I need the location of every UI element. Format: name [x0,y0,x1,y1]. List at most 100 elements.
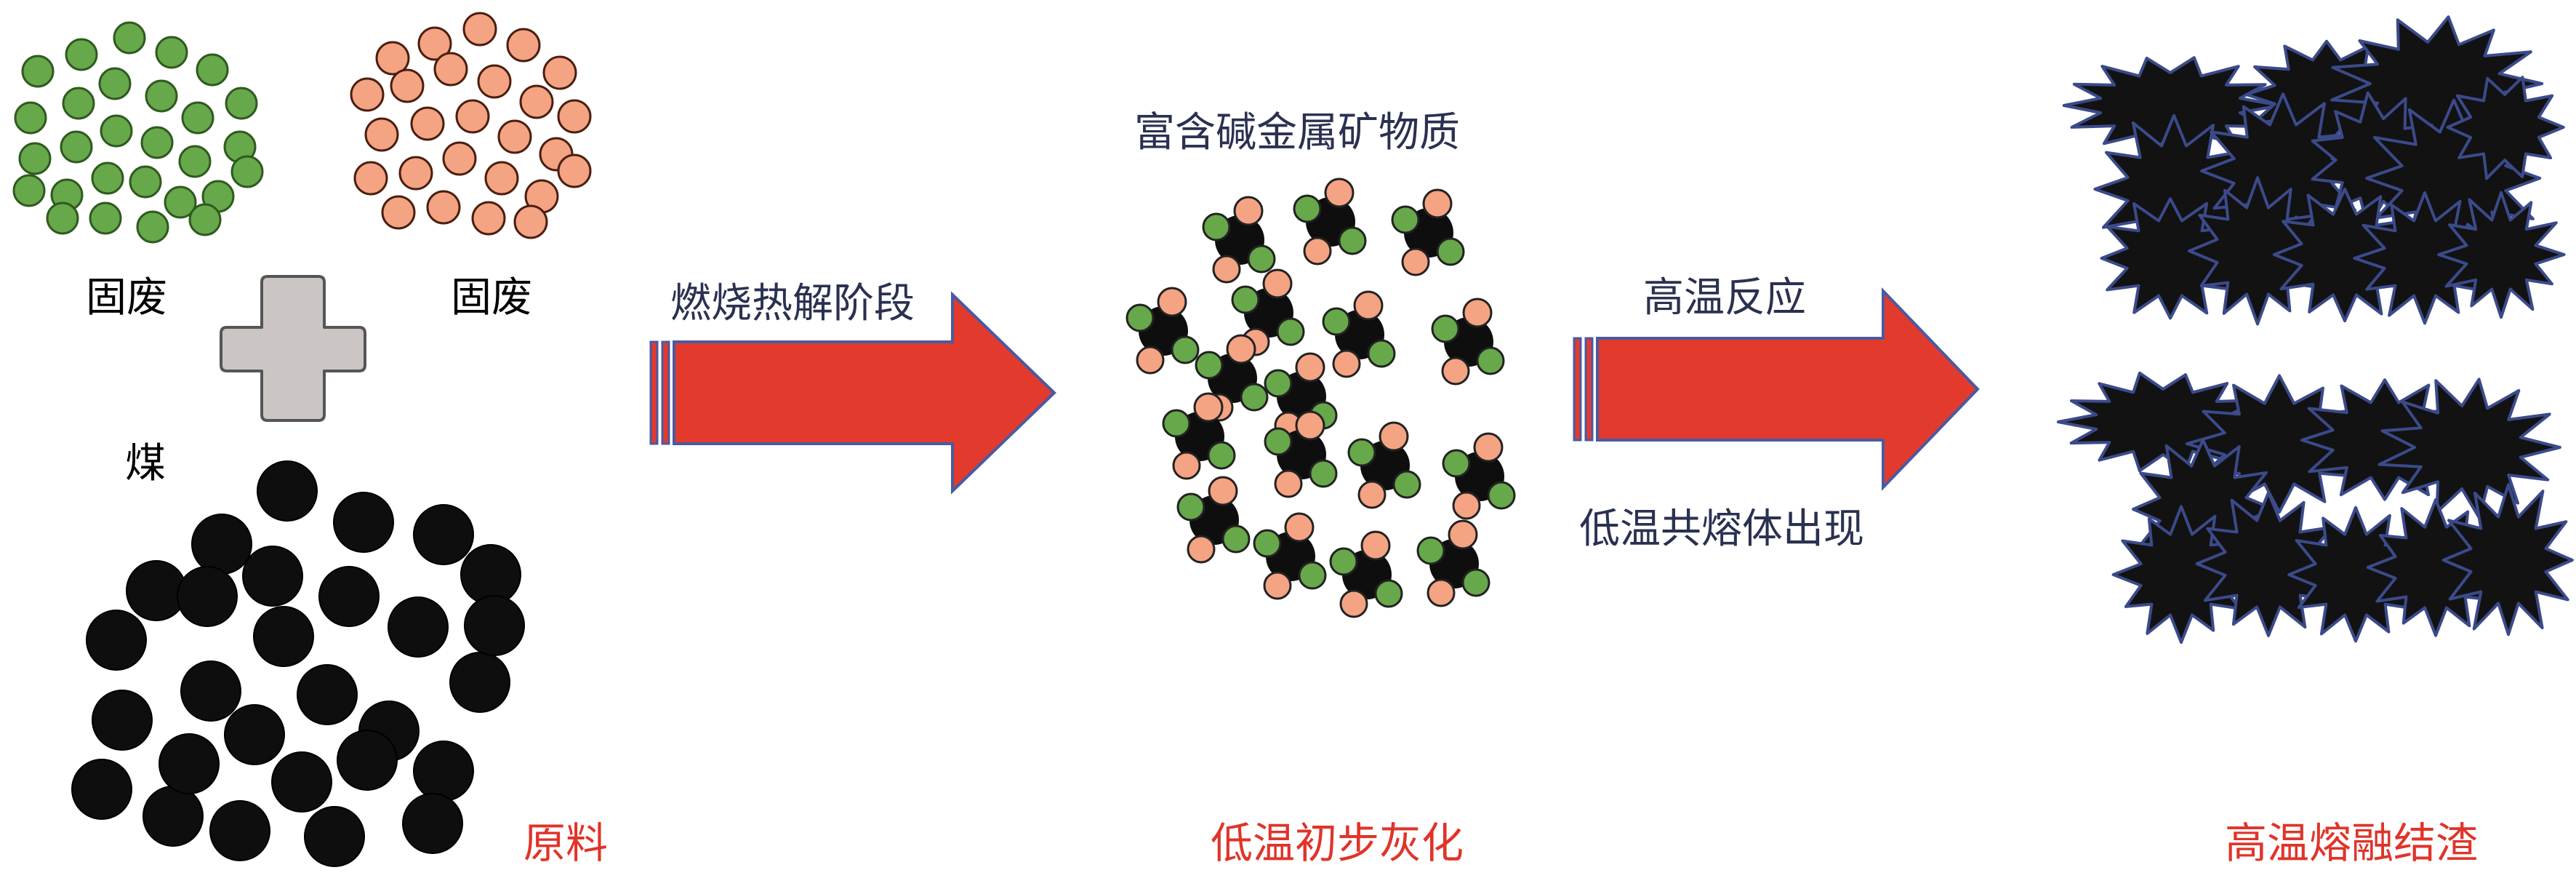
green-particle [197,55,228,85]
coal-label: 煤 [125,444,166,484]
salmon-particle [544,57,576,89]
cluster-green [1265,370,1291,396]
mineral-clusters [1127,179,1514,617]
cluster-salmon [1173,452,1200,479]
cluster-green [1323,308,1349,335]
green-particle [15,103,46,133]
salmon-particle [435,53,467,85]
coal-particle [403,794,462,853]
coal-particles [72,461,524,866]
salmon-particle [486,162,518,194]
green-particle [137,212,168,242]
cluster-green [1127,305,1153,331]
cluster-green [1392,207,1419,233]
coal-particle [181,661,241,721]
green-particle [226,88,257,119]
cluster-salmon [1285,514,1313,541]
cluster-salmon [1403,249,1429,275]
cluster-green [1437,239,1464,265]
cluster-salmon [1355,292,1382,319]
green-particle [14,175,44,206]
green-particle [182,103,213,133]
cluster-salmon [1453,492,1480,519]
cluster-salmon [1296,354,1324,381]
salmon-particle [400,157,432,189]
cluster-salmon [1227,335,1255,363]
cluster-green [1196,352,1222,378]
cluster-green [1294,196,1320,222]
cluster-green [1223,526,1249,552]
coal-particle [127,561,186,620]
salmon-particle [382,196,414,228]
cluster-green [1265,428,1291,455]
stage2-label: 低温初步灰化 [1211,822,1464,864]
cluster-green [1163,410,1189,436]
cluster-salmon [1424,190,1451,217]
green-particle [101,116,132,146]
salmon-particle [558,155,590,187]
coal-particle [388,597,448,657]
green-particle [130,167,161,197]
molten-slag [2058,17,2572,642]
salmon-particle [366,119,398,151]
cluster-green [1376,580,1402,607]
green-particle [61,132,92,162]
green-particle [63,88,94,119]
cluster-green [1418,538,1444,564]
salmon-particle [457,100,489,132]
coal-particle [72,759,132,819]
arrow1-label: 燃烧热解阶段 [670,284,915,324]
cluster-green [1331,548,1357,575]
cluster-salmon [1209,477,1237,505]
salmon-particle [507,29,539,61]
salmon-particle [412,108,444,140]
cluster-salmon [1213,256,1240,282]
cluster-green [1248,246,1275,272]
green-particle [47,203,78,234]
arrow-stripe [662,342,669,444]
cluster-green [1172,337,1198,363]
coal-particle [225,705,284,765]
arrow2-top-label: 高温反应 [1643,278,1806,319]
green-particle [20,143,50,174]
salmon-particle [478,65,510,97]
cluster-green [1310,460,1336,487]
cluster-salmon [1264,572,1291,599]
cluster-salmon [1449,521,1477,548]
coal-particle [92,690,152,750]
coal-particle [254,607,313,666]
cluster-green [1349,439,1375,466]
coal-particle [87,610,146,670]
arrow-stripe [1586,338,1592,440]
cluster-green [1203,214,1229,240]
waste-label-right: 固废 [451,278,532,319]
salmon-particle [428,191,460,223]
coal-particle [305,807,364,866]
cluster-green [1488,482,1514,508]
green-particle [23,56,53,87]
raw-material-label: 原料 [523,822,608,864]
cluster-green [1432,316,1458,342]
coal-particle [414,741,473,801]
coal-particle [159,734,219,794]
salmon-particle [444,143,476,175]
minerals-label: 富含碱金属矿物质 [1134,113,1460,153]
cluster-green [1277,319,1304,345]
arrow-stripe [651,342,657,444]
cluster-salmon [1333,351,1360,377]
green-particle [142,127,172,158]
coal-particle [143,786,203,846]
cluster-green [1443,450,1469,476]
green-particle [90,203,121,234]
cluster-salmon [1428,580,1454,606]
cluster-green [1477,348,1504,374]
green-particle [92,163,123,193]
coal-particle [465,596,524,655]
coal-particle [337,730,397,790]
green-particle [180,146,210,177]
cluster-salmon [1443,358,1469,384]
coal-particle [192,514,252,574]
cluster-salmon [1137,347,1163,373]
cluster-green [1299,562,1325,588]
